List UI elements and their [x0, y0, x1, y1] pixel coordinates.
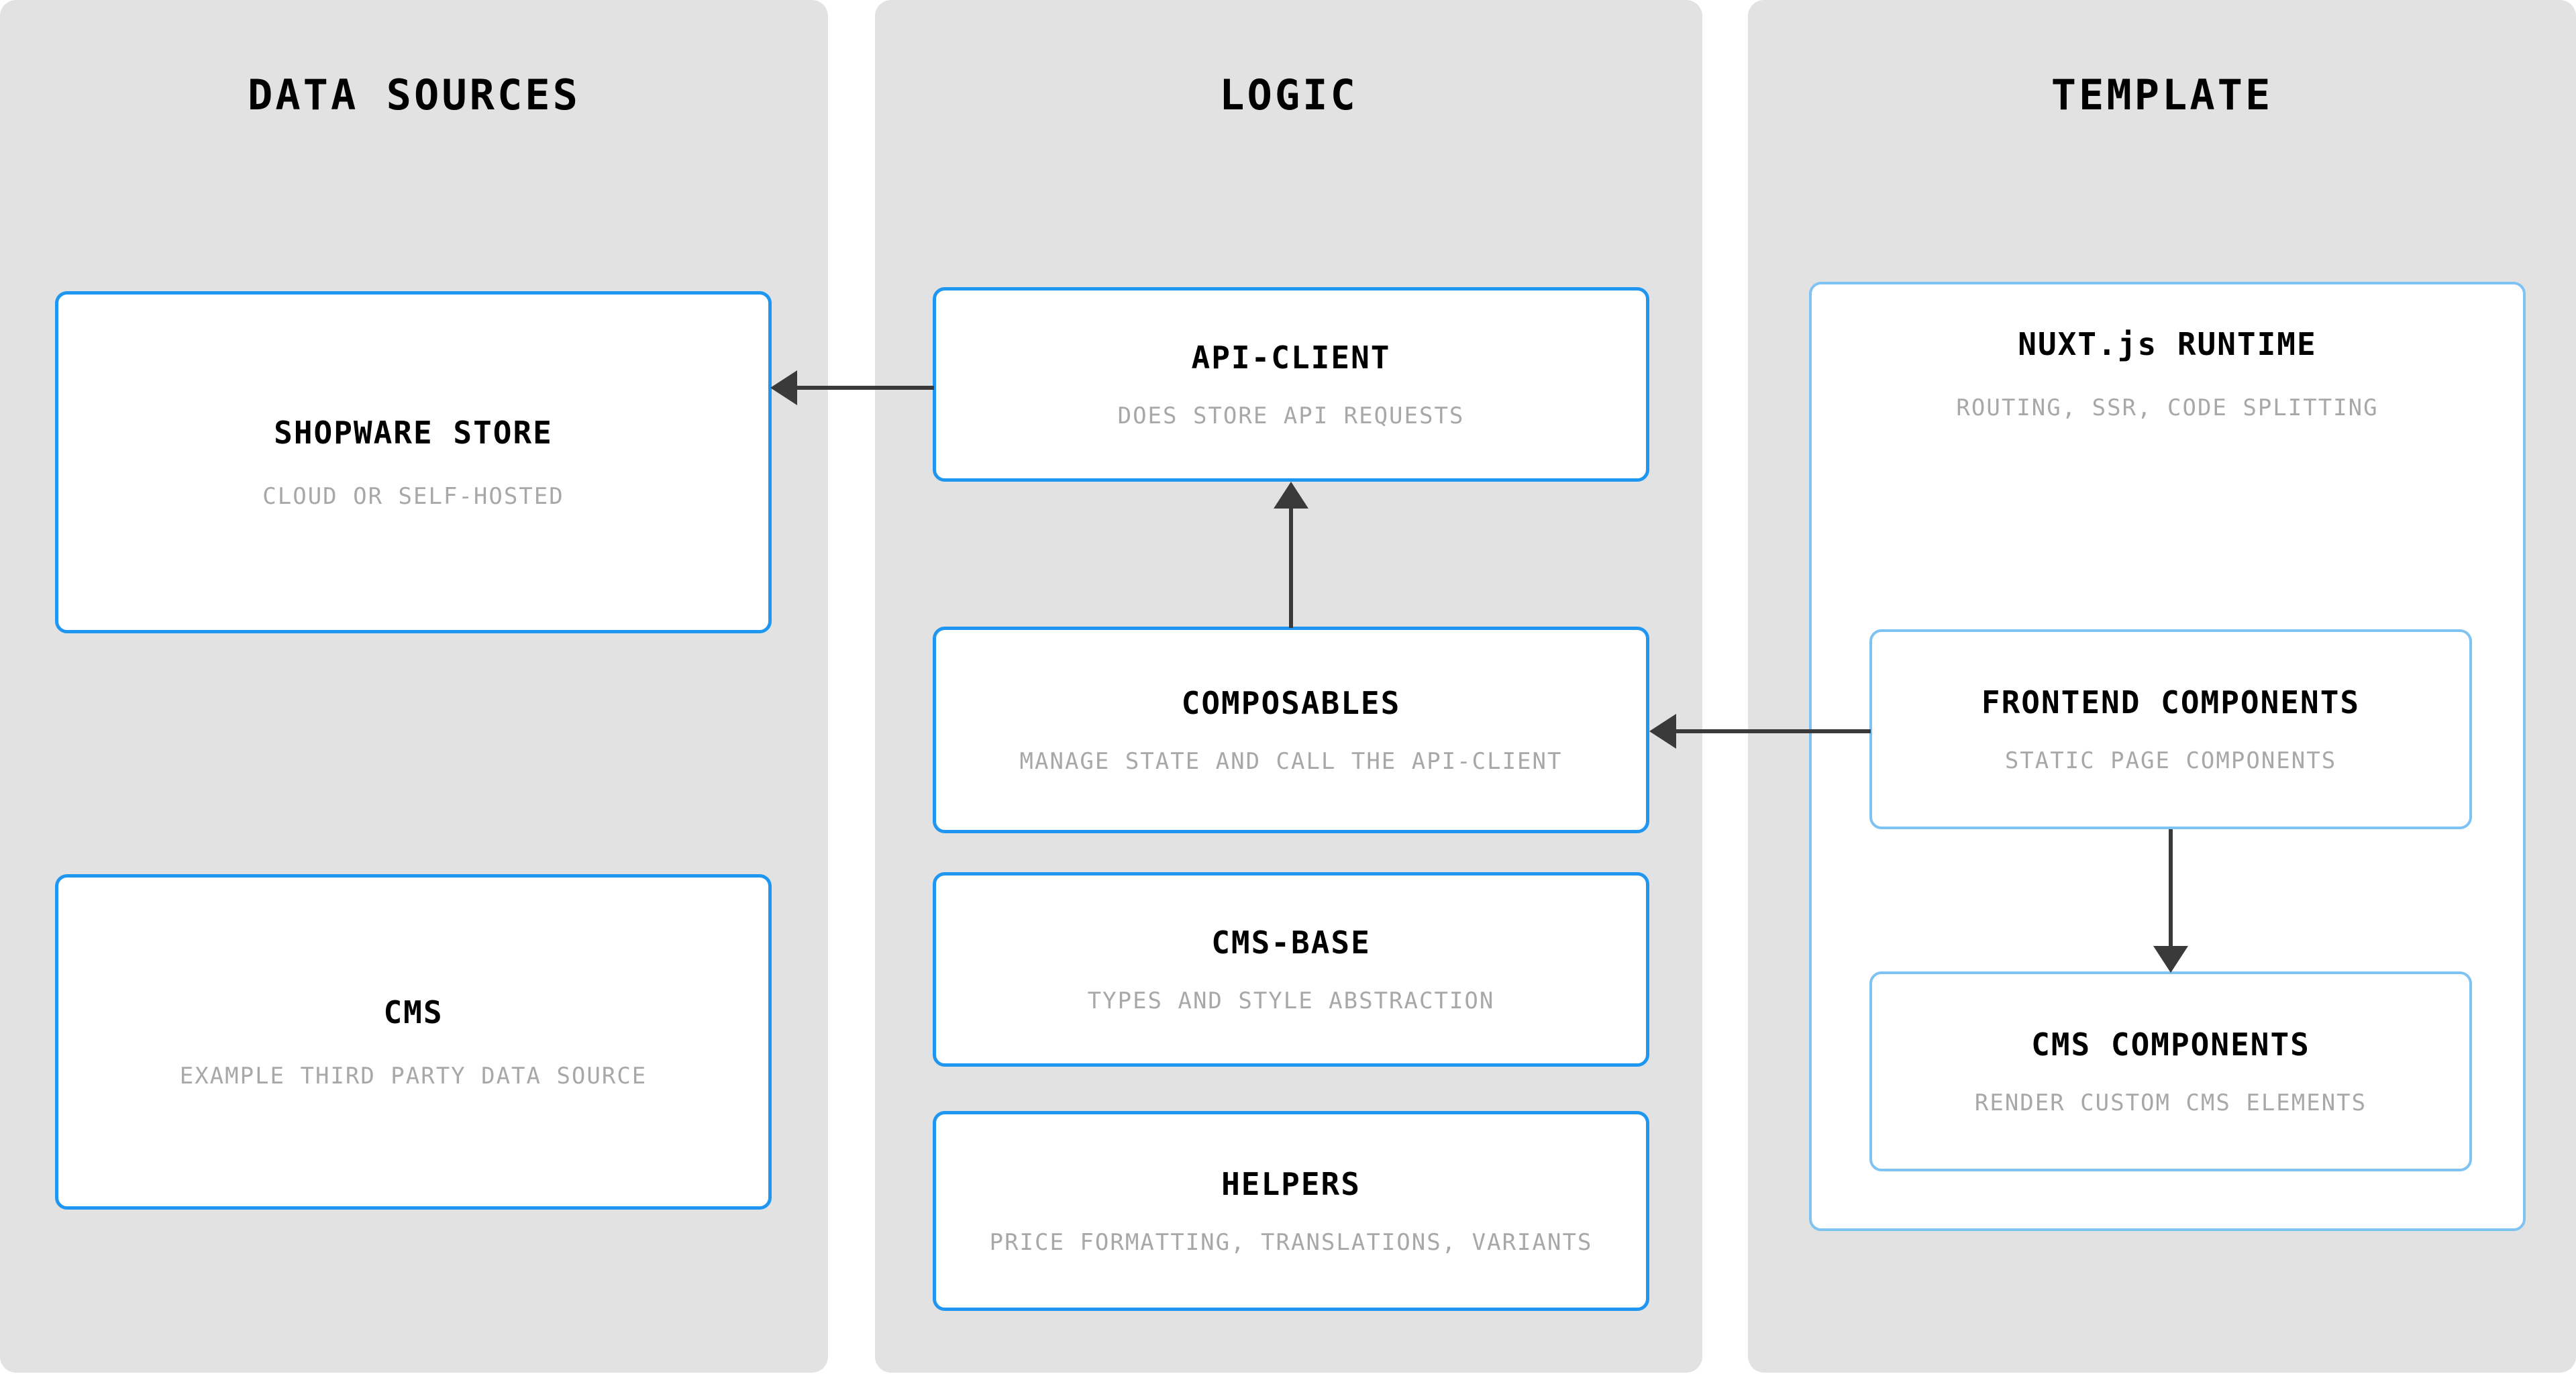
node-cms[interactable]: CMS EXAMPLE THIRD PARTY DATA SOURCE: [55, 874, 772, 1210]
node-shopware-store[interactable]: SHOPWARE STORE CLOUD OR SELF-HOSTED: [55, 291, 772, 633]
node-title-shopware-store: SHOPWARE STORE: [274, 415, 553, 451]
node-subtitle-helpers: PRICE FORMATTING, TRANSLATIONS, VARIANTS: [989, 1229, 1593, 1256]
edge-arrowhead-frontend-components-to-composables: [1649, 714, 1676, 749]
node-frontend-components[interactable]: FRONTEND COMPONENTS STATIC PAGE COMPONEN…: [1869, 629, 2472, 829]
edge-line-api-client-to-shopware-store: [796, 386, 934, 390]
edge-line-frontend-components-to-cms-components: [2169, 829, 2173, 946]
edge-arrowhead-frontend-components-to-cms-components: [2153, 946, 2188, 973]
node-title-frontend-components: FRONTEND COMPONENTS: [1981, 684, 2361, 721]
node-subtitle-api-client: DOES STORE API REQUESTS: [1117, 403, 1465, 429]
node-subtitle-composables: MANAGE STATE AND CALL THE API-CLIENT: [1019, 748, 1563, 775]
group-title-template: TEMPLATE: [2051, 70, 2273, 119]
node-cms-components[interactable]: CMS COMPONENTS RENDER CUSTOM CMS ELEMENT…: [1869, 971, 2472, 1171]
node-title-cms-base: CMS-BASE: [1211, 924, 1371, 961]
node-helpers[interactable]: HELPERS PRICE FORMATTING, TRANSLATIONS, …: [933, 1111, 1649, 1311]
node-subtitle-nuxt-runtime: ROUTING, SSR, CODE SPLITTING: [1956, 394, 2379, 421]
node-title-nuxt-runtime: NUXT.js RUNTIME: [2018, 326, 2317, 362]
edge-line-frontend-components-to-composables: [1675, 729, 1871, 733]
group-title-data-sources: DATA SOURCES: [248, 70, 580, 119]
group-title-logic: LOGIC: [1219, 70, 1358, 119]
node-subtitle-cms-base: TYPES AND STYLE ABSTRACTION: [1087, 988, 1495, 1014]
node-api-client[interactable]: API-CLIENT DOES STORE API REQUESTS: [933, 287, 1649, 482]
node-composables[interactable]: COMPOSABLES MANAGE STATE AND CALL THE AP…: [933, 627, 1649, 833]
node-title-composables: COMPOSABLES: [1181, 685, 1401, 721]
node-title-api-client: API-CLIENT: [1191, 339, 1391, 376]
node-cms-base[interactable]: CMS-BASE TYPES AND STYLE ABSTRACTION: [933, 872, 1649, 1067]
node-title-cms: CMS: [383, 994, 444, 1030]
node-title-cms-components: CMS COMPONENTS: [2031, 1026, 2310, 1063]
edge-line-composables-to-api-client: [1289, 507, 1293, 628]
edge-arrowhead-composables-to-api-client: [1274, 482, 1308, 509]
edge-arrowhead-api-client-to-shopware-store: [770, 370, 797, 405]
node-subtitle-cms-components: RENDER CUSTOM CMS ELEMENTS: [1974, 1090, 2367, 1116]
node-subtitle-frontend-components: STATIC PAGE COMPONENTS: [2004, 747, 2337, 774]
node-title-helpers: HELPERS: [1221, 1166, 1361, 1202]
node-subtitle-cms: EXAMPLE THIRD PARTY DATA SOURCE: [179, 1063, 648, 1090]
node-subtitle-shopware-store: CLOUD OR SELF-HOSTED: [262, 483, 564, 510]
